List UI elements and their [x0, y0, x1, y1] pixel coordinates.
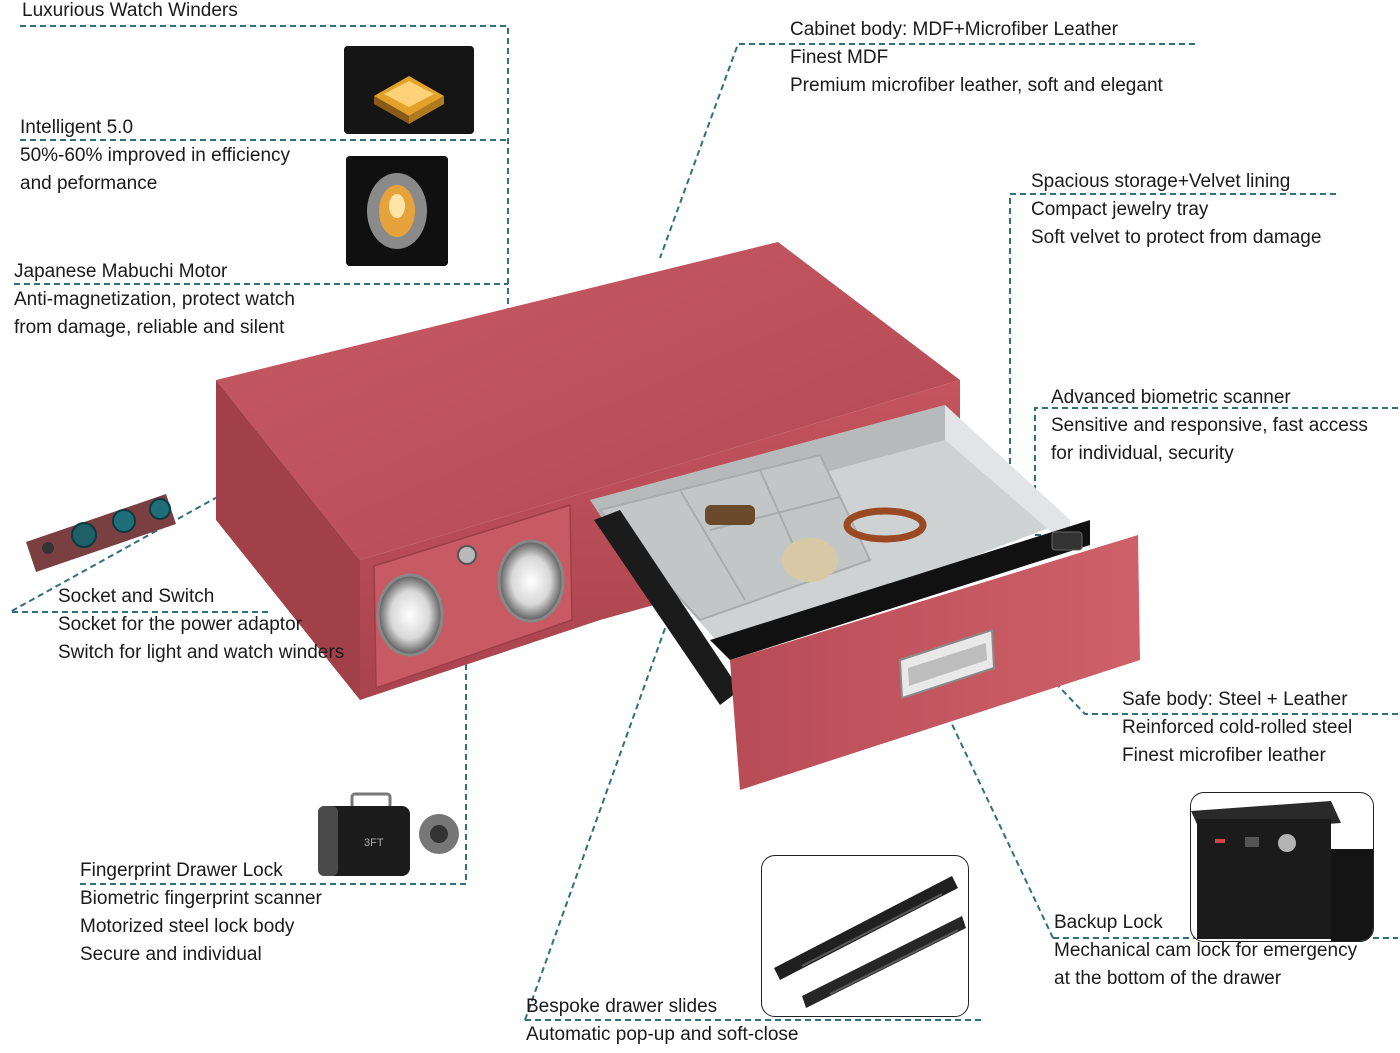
- belt-item: [843, 507, 927, 543]
- leader-slides: [524, 619, 669, 1021]
- callout-title: Bespoke drawer slides: [526, 996, 718, 1017]
- callout-title: Socket and Switch: [58, 586, 215, 607]
- watch-window-left: [376, 573, 444, 657]
- callout-line: Mechanical cam lock for emergency: [1054, 940, 1358, 961]
- callout-line: at the bottom of the drawer: [1054, 968, 1282, 989]
- callout-line: Switch for light and watch winders: [58, 642, 345, 663]
- watch-window-right: [497, 539, 565, 623]
- callout-line: Motorized steel lock body: [80, 916, 295, 937]
- callout-line: Secure and individual: [80, 944, 262, 965]
- callout-line: Anti-magnetization, protect watch: [14, 289, 295, 310]
- leader-biometric: [1034, 407, 1398, 536]
- chip-icon: [344, 46, 474, 134]
- callout-intelligent: Intelligent 5.0 50%-60% improved in effi…: [20, 114, 290, 198]
- callout-line: from damage, reliable and silent: [14, 317, 285, 338]
- callout-storage: Spacious storage+Velvet lining Compact j…: [1031, 168, 1321, 252]
- cabinet-left-side: [216, 380, 360, 700]
- motor-icon: [346, 156, 448, 266]
- drawer-slide-rail: [594, 510, 740, 705]
- callout-socket: Socket and Switch Socket for the power a…: [58, 583, 344, 667]
- callout-line: Sensitive and responsive, fast access: [1051, 415, 1368, 436]
- drawer-right-wall: [945, 405, 1070, 548]
- cabinet-top: [216, 242, 960, 560]
- drawer-control-panel: [710, 520, 1090, 660]
- callout-line: for individual, security: [1051, 443, 1234, 464]
- callout-backup: Backup Lock Mechanical cam lock for emer…: [1054, 909, 1357, 993]
- necklace-item: [782, 538, 838, 582]
- leader-socket: [6, 489, 268, 613]
- fingerprint-sensor: [1051, 531, 1083, 551]
- callout-title: Fingerprint Drawer Lock: [80, 860, 283, 881]
- callout-line: Socket for the power adaptor: [58, 614, 302, 635]
- callout-line: Soft velvet to protect from damage: [1031, 227, 1322, 248]
- callout-line: Premium microfiber leather, soft and ele…: [790, 75, 1163, 96]
- callout-safe-body: Safe body: Steel + Leather Reinforced co…: [1122, 686, 1352, 770]
- drawer-slides-icon: [761, 855, 969, 1017]
- callout-slides: Bespoke drawer slides Automatic pop-up a…: [526, 993, 799, 1049]
- callout-line: Finest MDF: [790, 47, 889, 68]
- callout-fingerprint: Fingerprint Drawer Lock Biometric finger…: [80, 857, 322, 969]
- brand-mark: 3FT: [364, 837, 384, 849]
- leader-cabinet: [659, 43, 1195, 259]
- callout-watch-winders: Luxurious Watch Winders: [22, 0, 238, 25]
- callout-line: Finest microfiber leather: [1122, 745, 1326, 766]
- callout-line: Biometric fingerprint scanner: [80, 888, 322, 909]
- leader-backup: [949, 719, 1054, 939]
- callout-title: Cabinet body: MDF+Microfiber Leather: [790, 19, 1118, 40]
- callout-line: Automatic pop-up and soft-close: [526, 1024, 799, 1045]
- leader-fingerprint: [80, 575, 467, 885]
- callout-title: Advanced biometric scanner: [1051, 387, 1291, 408]
- callout-title: Japanese Mabuchi Motor: [14, 261, 228, 282]
- callout-line: Compact jewelry tray: [1031, 199, 1209, 220]
- callout-biometric: Advanced biometric scanner Sensitive and…: [1051, 384, 1368, 468]
- callout-title: Intelligent 5.0: [20, 117, 134, 138]
- leader-storage: [955, 193, 1336, 471]
- backup-lock-icon: [1190, 792, 1374, 942]
- callout-line: 50%-60% improved in efficiency: [20, 145, 291, 166]
- callout-line: Reinforced cold-rolled steel: [1122, 717, 1353, 738]
- callout-title: Luxurious Watch Winders: [22, 0, 238, 21]
- callout-title: Safe body: Steel + Leather: [1122, 689, 1348, 710]
- callout-title: Spacious storage+Velvet lining: [1031, 171, 1291, 192]
- callout-motor: Japanese Mabuchi Motor Anti-magnetizatio…: [14, 258, 295, 342]
- callout-title: Backup Lock: [1054, 912, 1163, 933]
- leader-watch-winders: [20, 25, 509, 355]
- callout-cabinet: Cabinet body: MDF+Microfiber Leather Fin…: [790, 16, 1163, 100]
- bracelet-item: [705, 505, 755, 525]
- callout-line: and peformance: [20, 173, 158, 194]
- switch-panel-icon: [26, 484, 176, 580]
- lock-cylinder: [457, 545, 477, 565]
- fingerprint-lock-icon: 3FT: [314, 792, 464, 878]
